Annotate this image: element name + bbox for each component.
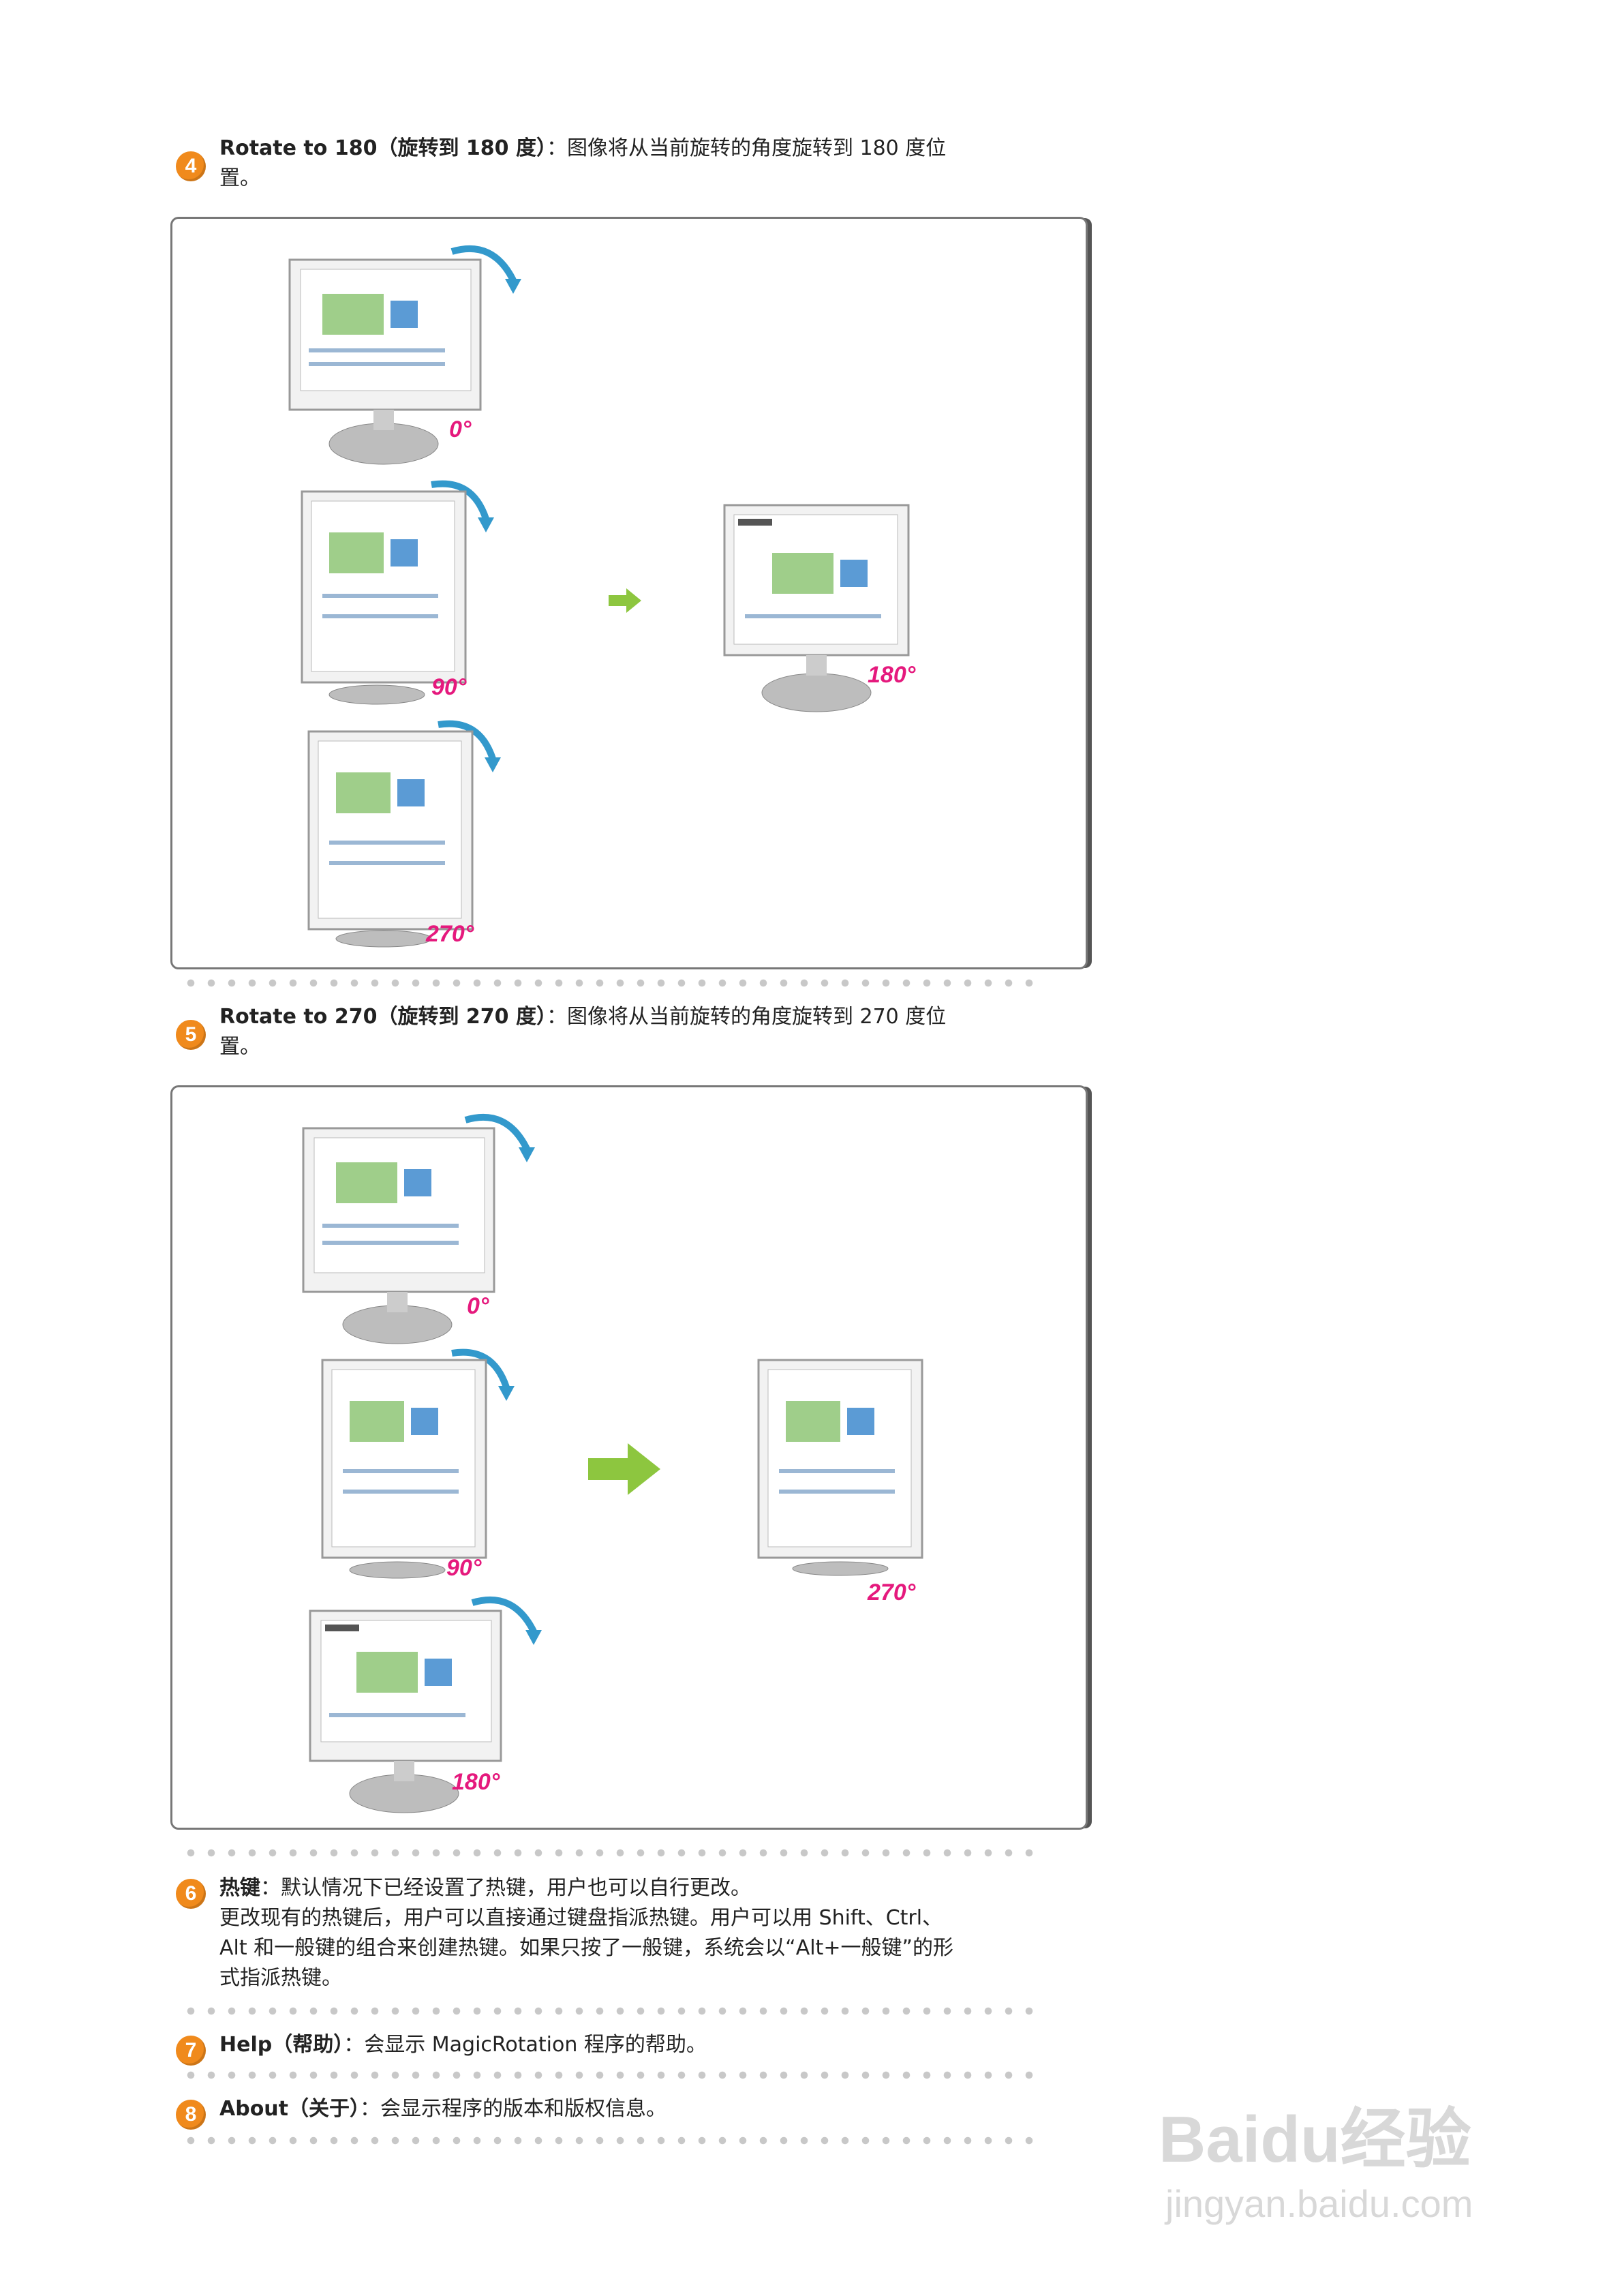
label-180-deg: 180° — [452, 1769, 500, 1795]
step-7-title: Help（帮助） — [219, 2033, 344, 2057]
divider — [181, 2071, 1039, 2079]
monitor-0-deg — [302, 1113, 535, 1344]
label-0-deg: 0° — [467, 1293, 489, 1319]
label-270-deg: 270° — [868, 1580, 916, 1605]
step-6-badge: 6 — [176, 1879, 206, 1909]
step-6-title: 热键 — [219, 1876, 260, 1900]
label-90-deg: 90° — [446, 1555, 482, 1581]
step-5-badge: 5 — [176, 1020, 206, 1050]
label-0-deg: 0° — [449, 417, 472, 442]
divider — [181, 1849, 1039, 1857]
label-270-deg: 270° — [426, 921, 474, 947]
step-6-text: 热键：默认情况下已经设置了热键，用户也可以自行更改。 更改现有的热键后，用户可以… — [219, 1873, 1071, 1993]
step-6-line-3: Alt 和一般键的组合来创建热键。如果只按了一般键，系统会以“Alt+一般键”的… — [219, 1936, 953, 1960]
label-180-deg: 180° — [868, 662, 916, 688]
step-8-desc: ：会显示程序的版本和版权信息。 — [360, 2097, 667, 2121]
result-arrow-icon — [609, 588, 641, 613]
step-8-title: About（关于） — [219, 2097, 361, 2121]
monitor-180-deg — [723, 504, 910, 712]
monitor-90-deg — [321, 1348, 515, 1579]
step-5-desc-2: 置。 — [219, 1035, 260, 1059]
step-6-line-2: 更改现有的热键后，用户可以直接通过键盘指派热键。用户可以用 Shift、Ctrl… — [219, 1906, 943, 1930]
step-4-text: Rotate to 180（旋转到 180 度）：图像将从当前旋转的角度旋转到 … — [219, 134, 1037, 194]
step-5-desc: ：图像将从当前旋转的角度旋转到 270 度位 — [546, 1005, 947, 1029]
baidu-watermark-logo: Baidu经验 — [1159, 2103, 1471, 2176]
step-8-badge: 8 — [176, 2100, 206, 2130]
step-4-badge: 4 — [176, 151, 206, 181]
step-4-desc: ：图像将从当前旋转的角度旋转到 180 度位 — [546, 136, 947, 160]
rotate-180-diagram: 0° 90° 270° 180° — [170, 217, 1088, 969]
step-7-desc: ：会显示 MagicRotation 程序的帮助。 — [343, 2033, 707, 2057]
monitor-180-deg — [309, 1596, 542, 1813]
step-4-desc-2: 置。 — [219, 166, 260, 190]
baidu-watermark-url: jingyan.baidu.com — [1165, 2182, 1473, 2225]
step-8-text: About（关于）：会显示程序的版本和版权信息。 — [219, 2094, 1037, 2124]
step-6-line-1: ：默认情况下已经设置了热键，用户也可以自行更改。 — [260, 1876, 751, 1900]
divider — [181, 2136, 1039, 2145]
step-7-badge: 7 — [176, 2036, 206, 2066]
result-arrow-icon — [588, 1443, 660, 1495]
monitor-90-deg — [301, 480, 494, 705]
step-5-title: Rotate to 270（旋转到 270 度） — [219, 1005, 547, 1029]
monitor-0-deg — [288, 245, 521, 465]
monitor-270-deg — [307, 720, 501, 948]
step-7-text: Help（帮助）：会显示 MagicRotation 程序的帮助。 — [219, 2030, 1037, 2060]
step-5-text: Rotate to 270（旋转到 270 度）：图像将从当前旋转的角度旋转到 … — [219, 1002, 1037, 1062]
label-90-deg: 90° — [431, 674, 467, 700]
monitor-270-deg — [757, 1359, 923, 1576]
divider — [181, 2007, 1039, 2015]
divider — [181, 979, 1039, 987]
step-4-title: Rotate to 180（旋转到 180 度） — [219, 136, 547, 160]
rotate-270-diagram: 0° 90° 180° 270° — [170, 1085, 1088, 1830]
step-6-line-4: 式指派热键。 — [219, 1966, 342, 1990]
